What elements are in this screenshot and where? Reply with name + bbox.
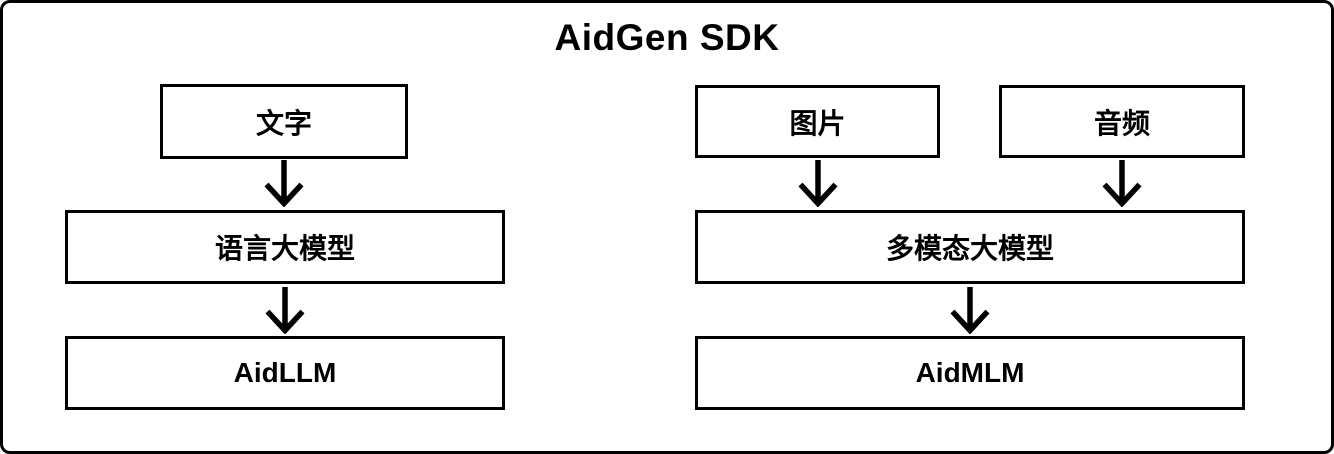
down-arrow-icon [1102, 160, 1142, 207]
node-aidmlm: AidMLM [695, 336, 1245, 410]
down-arrow-icon [798, 160, 838, 207]
node-image-input: 图片 [695, 85, 940, 158]
arrow-multimodal-model-to-aidmlm [948, 286, 992, 334]
node-language-model-label: 语言大模型 [214, 233, 355, 264]
arrow-audio-to-multimodal-model [1100, 159, 1144, 207]
arrow-image-to-multimodal-model [796, 159, 840, 207]
node-multimodal-model: 多模态大模型 [695, 210, 1245, 284]
node-language-model: 语言大模型 [65, 210, 505, 284]
node-aidllm-label: AidLLM [233, 357, 337, 388]
arrow-language-model-to-aidllm [263, 286, 307, 334]
node-aidllm: AidLLM [65, 336, 505, 410]
node-image-input-label: 图片 [789, 107, 846, 139]
node-text-input-label: 文字 [255, 107, 312, 139]
down-arrow-icon [264, 160, 304, 207]
down-arrow-icon [950, 287, 990, 334]
node-audio-input: 音频 [999, 85, 1245, 158]
arrow-text-to-language-model [262, 159, 306, 207]
node-aidmlm-label: AidMLM [915, 357, 1025, 388]
down-arrow-icon [265, 287, 305, 334]
node-text-input: 文字 [160, 84, 408, 159]
node-audio-input-label: 音频 [1093, 107, 1150, 139]
node-multimodal-model-label: 多模态大模型 [885, 233, 1054, 264]
diagram-title: AidGen SDK [554, 17, 780, 58]
